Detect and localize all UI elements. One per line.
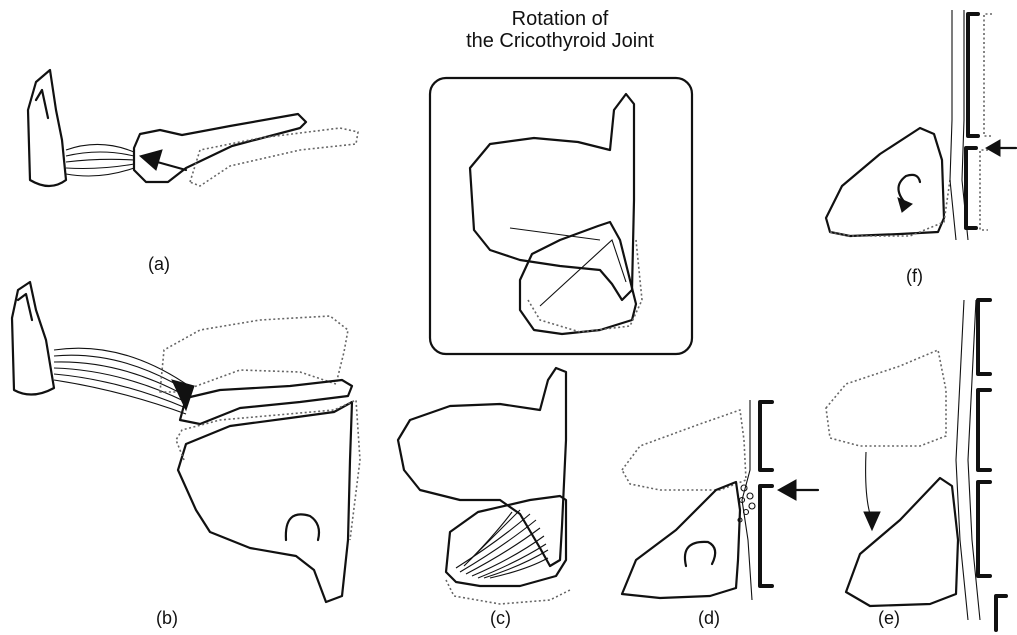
panel-d-drawing [622,400,818,600]
panel-a-process [28,70,66,186]
panel-e-bracket-2 [978,390,990,470]
panel-label-d: (d) [698,608,720,629]
panel-c-cricoid [446,496,566,586]
panel-f-bracket-upper [968,14,978,136]
panel-f-bracket-lower-dotted [980,150,988,230]
panel-d-curl [685,542,715,566]
panel-e-bracket-3 [978,482,990,576]
panel-b-bar [180,380,352,424]
panel-f-mucosa-1 [950,10,956,240]
panel-e-lower [846,478,958,606]
panel-d-bracket-lower [760,486,772,586]
rotation-box-frame [430,78,692,354]
rotation-box-thyroid [470,94,634,300]
panel-e-bracket-4 [996,596,1006,630]
panel-d-arrow-icon [778,480,796,500]
panel-e-arrow-icon [864,512,880,530]
panel-b-thyroid-dotted [160,316,348,392]
panel-b-curl [286,514,319,540]
panel-f-bracket-upper-dotted [984,14,992,136]
panel-label-f: (f) [906,266,923,287]
panel-a-arrow-icon [140,150,162,170]
panel-e-upper-dotted [826,350,946,446]
panel-label-e: (e) [878,608,900,629]
panel-d-mucosa [742,400,752,600]
panel-e-drawing [826,300,1006,630]
panel-f-bracket-lower [966,148,976,228]
panel-b-drawing [12,282,360,602]
panel-f-shape-dotted [830,180,950,236]
panel-a-cartilage-displaced [190,128,358,186]
panel-a-drawing [28,70,358,186]
panel-d-bracket-upper [760,402,772,470]
panel-b-cricoid [178,402,352,602]
panel-a-muscle [66,144,134,176]
panel-e-bracket-1 [978,300,990,374]
panel-f-shape [826,128,944,236]
panel-label-a: (a) [148,254,170,275]
panel-b-muscle [54,348,186,414]
panel-f-arrow-icon [986,140,1000,156]
rotation-box-pivot [540,240,626,306]
panel-d-lower [622,482,740,598]
panel-d-upper-dotted [622,410,746,490]
panel-f-rotation-arrow-icon [898,198,912,212]
panel-e-arrow-line [866,452,872,520]
rotation-box-cricoid-dotted [528,240,642,332]
panel-c-drawing [398,368,570,604]
rotation-box [430,78,692,354]
panel-c-muscle [456,510,548,578]
panel-label-c: (c) [490,608,511,629]
panel-f-drawing [826,10,1016,240]
panel-label-b: (b) [156,608,178,629]
panel-b-process [12,282,54,395]
panel-a-cartilage [134,114,306,182]
panel-c-thyroid [398,368,566,566]
